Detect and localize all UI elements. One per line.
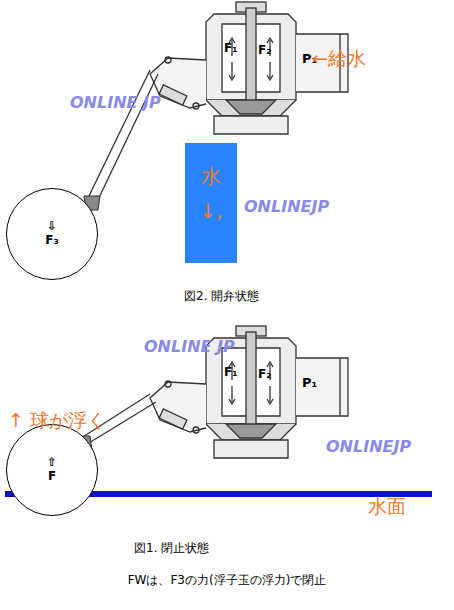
label: 水面 — [368, 496, 406, 518]
label: F₁ — [224, 42, 237, 56]
caption: FWは、F3の力(浮子玉の浮力)で閉止 — [0, 574, 454, 588]
label: ↑ 球が浮く — [8, 410, 106, 432]
label: ONLINEJP — [326, 438, 411, 456]
label: ONLINEJP — [244, 198, 329, 216]
node-text: ↓, — [199, 200, 222, 223]
node-text: F — [48, 470, 56, 484]
label: 図1. 閉止状態 — [134, 542, 209, 556]
node-text: 水 — [201, 165, 221, 188]
float-ball: ⇩F₃ — [6, 188, 98, 280]
float-ball: ⇧F — [6, 424, 98, 516]
label: ONLINE JP — [144, 338, 235, 356]
node-text: ⇩ — [47, 220, 57, 234]
label: ←給水 — [312, 48, 366, 70]
node-text: F₃ — [45, 234, 58, 248]
label: P₁ — [302, 376, 317, 391]
label: F₂ — [258, 368, 271, 382]
label: F₁ — [224, 366, 237, 380]
label: F₂ — [258, 44, 271, 58]
node-text: ⇧ — [47, 456, 57, 470]
water-column: 水 ↓, — [185, 143, 237, 263]
label: ONLINE JP — [70, 94, 161, 112]
label: 図2. 開弁状態 — [184, 290, 259, 304]
